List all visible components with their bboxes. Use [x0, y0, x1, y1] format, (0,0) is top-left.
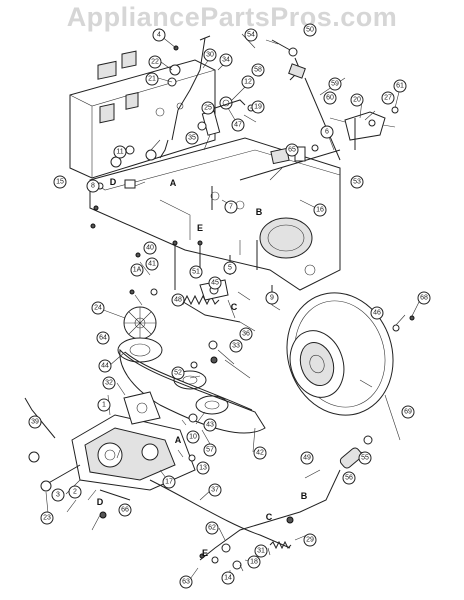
drive-belt [117, 337, 266, 434]
callout: 61 [396, 83, 404, 90]
callout: 45 [211, 280, 219, 287]
point-label-c: C [231, 302, 238, 312]
callout: 6 [325, 129, 329, 136]
point-label-e: E [202, 548, 208, 558]
callout: 19 [254, 104, 262, 111]
point-label-e: E [197, 223, 203, 233]
callout: 53 [353, 179, 361, 186]
watermark-title: AppliancePartsPros.com [66, 2, 398, 32]
callout: 43 [206, 422, 214, 429]
callout: 1 [102, 402, 106, 409]
callout: 34 [222, 57, 230, 64]
callout: 12 [244, 79, 252, 86]
callout: 7 [229, 204, 233, 211]
callout: 51 [192, 269, 200, 276]
callout: 1A [133, 267, 142, 274]
callout: 14 [224, 575, 232, 582]
callout: 17 [165, 479, 173, 486]
callout: 58 [254, 67, 262, 74]
point-label-a: A [175, 435, 182, 445]
callout: 52 [174, 370, 182, 377]
callout: 59 [331, 81, 339, 88]
callout: 39 [31, 419, 39, 426]
callout: 5 [228, 265, 232, 272]
callout: 56 [345, 475, 353, 482]
transaxle [24, 391, 198, 519]
callout: 54 [247, 32, 255, 39]
callout: 66 [121, 507, 129, 514]
callout: 18 [250, 559, 258, 566]
callout: 9 [270, 295, 274, 302]
callout: 32 [105, 380, 113, 387]
callout: 11 [116, 149, 123, 156]
callout: 40 [146, 245, 154, 252]
callout: 10 [189, 434, 197, 441]
callout: 60 [326, 95, 334, 102]
callout: 69 [404, 409, 412, 416]
callout: 46 [373, 310, 381, 317]
callout: 42 [256, 450, 264, 457]
callout: 3 [56, 492, 60, 499]
point-label-b: B [301, 491, 308, 501]
callout: 31 [257, 548, 265, 555]
callout: 63 [182, 579, 190, 586]
callout: 16 [316, 207, 324, 214]
callout: 55 [361, 455, 369, 462]
callout: 4 [157, 32, 161, 39]
center-hardware [90, 186, 273, 369]
callout: 27 [384, 95, 392, 102]
callout: 2 [73, 489, 77, 496]
callout: 23 [43, 515, 51, 522]
chassis-frame [69, 50, 341, 291]
callout: 41 [148, 261, 156, 268]
callout: 68 [420, 295, 428, 302]
connection-points: A A B B C C D D E E [97, 177, 308, 558]
callout: 15 [56, 179, 64, 186]
callout: 20 [353, 97, 361, 104]
part-callouts: 4 22 21 30 34 19 12 25 47 15 11 8 44 39 … [28, 23, 431, 589]
point-label-a: A [170, 178, 177, 188]
callout: 33 [232, 343, 240, 350]
callout: 25 [204, 105, 212, 112]
callout: 8 [91, 183, 95, 190]
callout: 47 [234, 122, 242, 129]
callout: 29 [306, 537, 314, 544]
rear-tire [286, 292, 415, 416]
callout: 48 [174, 297, 182, 304]
callout: 24 [94, 305, 102, 312]
callout: 64 [99, 335, 107, 342]
callout: 44 [101, 363, 109, 370]
point-label-c: C [266, 512, 273, 522]
callout: 35 [188, 135, 196, 142]
callout: 37 [211, 487, 219, 494]
callout: 22 [151, 59, 159, 66]
callout: 21 [148, 76, 156, 83]
callout: 13 [199, 465, 207, 472]
point-label-d: D [110, 177, 117, 187]
callout: 57 [206, 447, 214, 454]
callout: 49 [303, 455, 311, 462]
brake-linkage [239, 39, 399, 181]
point-label-d: D [97, 497, 104, 507]
pedal-assembly [149, 435, 373, 570]
point-label-b: B [256, 207, 263, 217]
cooling-fan [123, 306, 157, 340]
callout: 50 [306, 27, 314, 34]
callout: 30 [206, 52, 214, 59]
callout: 62 [208, 525, 216, 532]
callout: 65 [288, 147, 296, 154]
callout: 36 [242, 331, 250, 338]
